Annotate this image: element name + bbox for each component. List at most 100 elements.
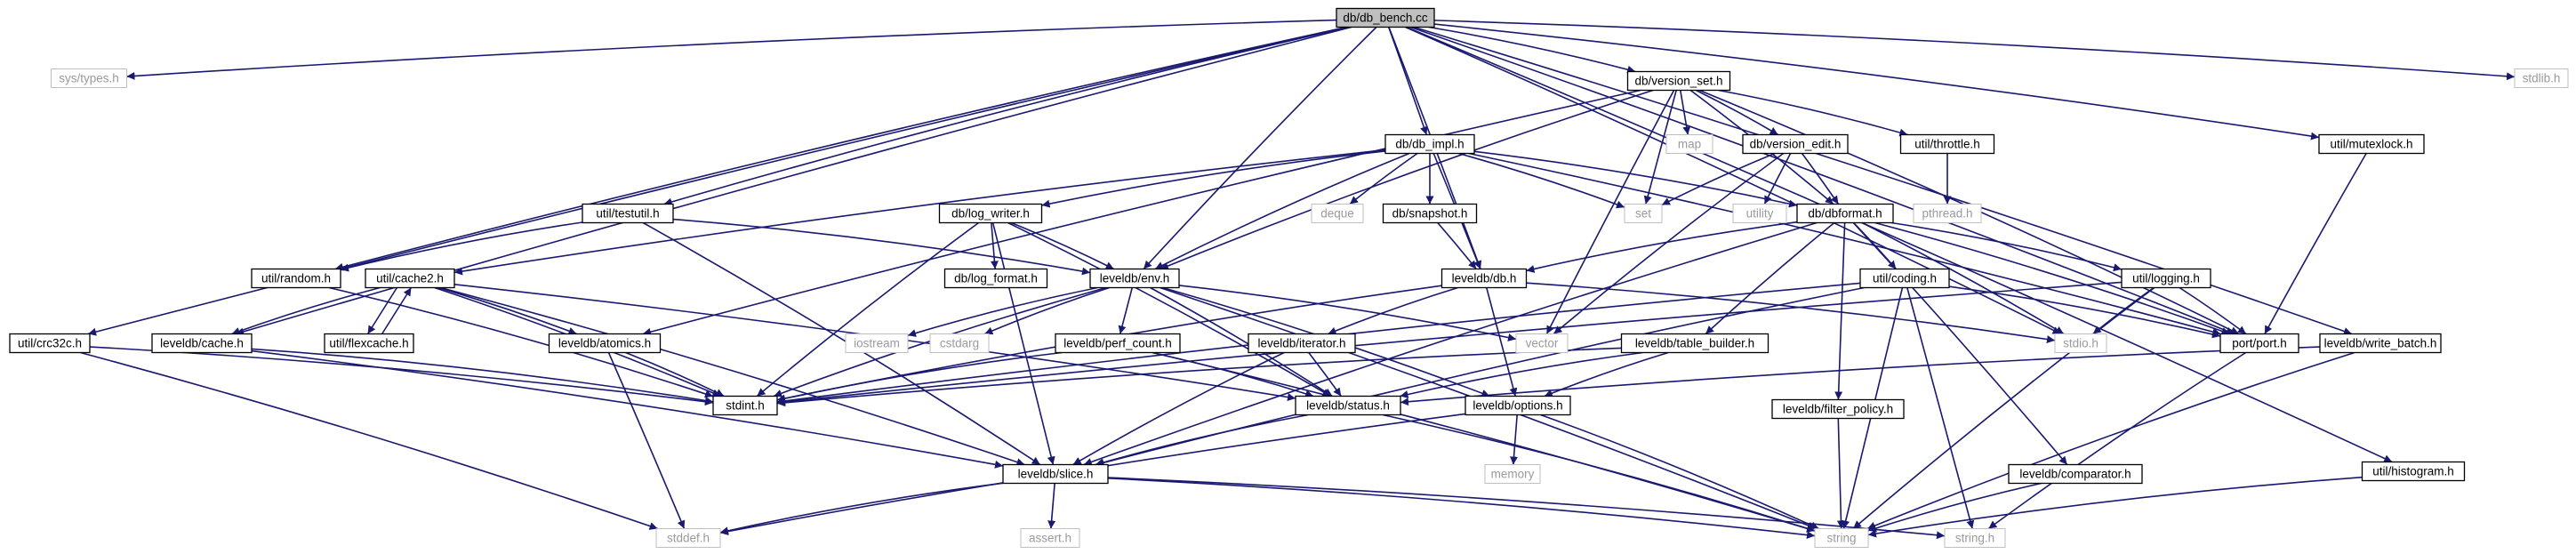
node-label: db/dbformat.h — [1808, 207, 1882, 221]
node-label: leveldb/comparator.h — [2019, 468, 2131, 481]
node-box — [1484, 464, 1541, 484]
node-box — [1020, 528, 1080, 548]
node-set: set — [1624, 204, 1663, 223]
node-label: db/snapshot.h — [1392, 207, 1468, 221]
node-box — [2008, 463, 2143, 485]
node-logging[interactable]: util/logging.h — [2121, 268, 2211, 289]
node-box — [1771, 398, 1905, 420]
node-atomics[interactable]: leveldb/atomics.h — [548, 333, 662, 354]
edge-iterator-to-status — [1308, 352, 1342, 397]
node-label: util/throttle.h — [1914, 138, 1980, 151]
node-mutexlock[interactable]: util/mutexlock.h — [2318, 133, 2425, 155]
node-label: leveldb/options.h — [1473, 399, 1562, 413]
edge-db_bench-to-mutexlock — [1433, 23, 2320, 141]
edge-dbformat-to-comparator — [1852, 221, 2068, 466]
edge-crc32c-to-stddef — [80, 351, 658, 530]
node-label: util/testutil.h — [596, 207, 659, 221]
edge-atomics-to-stdint — [625, 351, 725, 397]
node-box — [655, 528, 721, 548]
node-box — [1002, 463, 1109, 485]
edge-cache2-to-slice — [440, 286, 1025, 466]
node-label: assert.h — [1029, 532, 1071, 545]
node-label: util/random.h — [261, 272, 331, 285]
edge-slice-to-string_h — [1107, 477, 1946, 540]
edge-log_writer-to-log_format — [990, 222, 999, 269]
node-status[interactable]: leveldb/status.h — [1295, 395, 1401, 416]
node-cache[interactable]: leveldb/cache.h — [151, 333, 253, 354]
node-label: string — [1826, 532, 1856, 545]
edge-slice-to-string — [1107, 478, 1816, 540]
node-dbformat[interactable]: db/dbformat.h — [1796, 203, 1894, 224]
node-table_builder[interactable]: leveldb/table_builder.h — [1620, 333, 1769, 354]
node-label: stddef.h — [667, 532, 710, 545]
node-label: leveldb/slice.h — [1018, 468, 1094, 481]
node-box — [1465, 395, 1571, 416]
node-write_batch[interactable]: leveldb/write_batch.h — [2319, 333, 2442, 354]
node-label: db/version_edit.h — [1750, 138, 1842, 151]
node-log_writer[interactable]: db/log_writer.h — [938, 203, 1043, 224]
node-random[interactable]: util/random.h — [251, 268, 341, 289]
node-throttle[interactable]: util/throttle.h — [1899, 133, 1995, 155]
edge-db-to-options — [1486, 287, 1518, 397]
node-env[interactable]: leveldb/env.h — [1089, 268, 1180, 289]
node-histogram[interactable]: util/histogram.h — [2361, 461, 2466, 482]
node-db[interactable]: leveldb/db.h — [1440, 268, 1528, 289]
node-box — [1859, 268, 1950, 289]
edge-db_impl-to-set — [1458, 152, 1625, 209]
node-label: leveldb/table_builder.h — [1635, 337, 1754, 350]
edge-write_batch-to-string — [1866, 351, 2355, 530]
node-box — [1624, 204, 1663, 223]
edge-testutil-to-slice — [642, 221, 1041, 466]
node-box — [943, 268, 1048, 289]
node-label: db/log_format.h — [954, 272, 1038, 285]
node-box — [251, 268, 341, 289]
edge-port-to-string_h — [1987, 351, 2247, 530]
node-perf_count[interactable]: leveldb/perf_count.h — [1055, 333, 1181, 354]
edge-version_edit-to-set — [1661, 152, 1776, 206]
node-box — [1899, 133, 1995, 155]
node-options[interactable]: leveldb/options.h — [1465, 395, 1571, 416]
node-iterator[interactable]: leveldb/iterator.h — [1248, 333, 1356, 354]
edge-table_builder-to-stdint — [776, 347, 1622, 407]
edge-db_bench-to-write_batch — [1413, 26, 2353, 335]
edge-perf_count-to-status — [1152, 351, 1314, 398]
node-box — [1295, 395, 1401, 416]
node-crc32c[interactable]: util/crc32c.h — [9, 333, 91, 354]
node-filter_policy[interactable]: leveldb/filter_policy.h — [1771, 398, 1905, 420]
edge-options-to-string — [1540, 413, 1819, 530]
node-stdint[interactable]: stdint.h — [712, 395, 778, 416]
node-box — [1336, 7, 1435, 28]
node-testutil[interactable]: util/testutil.h — [582, 203, 674, 224]
node-label: leveldb/perf_count.h — [1063, 337, 1172, 350]
node-box — [2319, 333, 2442, 354]
node-coding[interactable]: util/coding.h — [1859, 268, 1950, 289]
edge-coding-to-string_h — [1906, 287, 1975, 529]
node-iostream: iostream — [845, 333, 909, 353]
edge-db_impl-to-cache2 — [453, 149, 1386, 276]
node-snapshot[interactable]: db/snapshot.h — [1382, 203, 1478, 224]
node-label: util/flexcache.h — [329, 337, 408, 350]
node-label: stdint.h — [726, 399, 765, 413]
edge-db_impl-to-log_writer — [1041, 150, 1386, 208]
node-version_set[interactable]: db/version_set.h — [1626, 70, 1731, 92]
node-port[interactable]: port/port.h — [2219, 333, 2299, 354]
node-db_impl[interactable]: db/db_impl.h — [1384, 133, 1475, 155]
edge-version_set-to-env — [1160, 89, 1654, 270]
node-box — [1311, 204, 1364, 223]
edge-logging-to-stdint — [776, 281, 2123, 406]
node-version_edit[interactable]: db/version_edit.h — [1742, 133, 1849, 155]
edge-version_set-to-map — [1679, 90, 1691, 135]
node-string_h: string.h — [1944, 528, 2006, 548]
node-label: util/crc32c.h — [18, 337, 82, 350]
node-label: util/coding.h — [1873, 272, 1937, 285]
node-label: stdio.h — [2063, 337, 2099, 350]
edge-layer — [80, 19, 2516, 540]
node-cache2[interactable]: util/cache2.h — [365, 268, 455, 289]
edge-db_bench-to-port — [1409, 26, 2235, 335]
node-log_format[interactable]: db/log_format.h — [943, 268, 1048, 289]
node-flexcache[interactable]: util/flexcache.h — [324, 333, 414, 354]
node-slice[interactable]: leveldb/slice.h — [1002, 463, 1109, 485]
node-db_bench[interactable]: db/db_bench.cc — [1336, 7, 1435, 28]
node-comparator[interactable]: leveldb/comparator.h — [2008, 463, 2143, 485]
node-string: string — [1814, 528, 1869, 548]
